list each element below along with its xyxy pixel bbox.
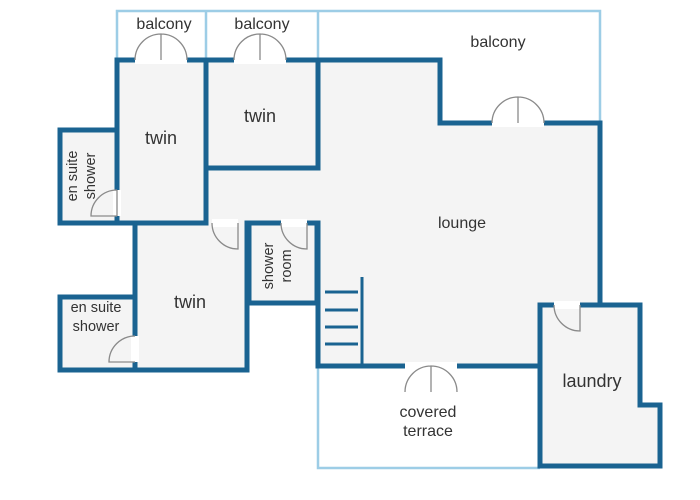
twin-upper-mid-floor: [206, 60, 318, 168]
balcony-outline: [115, 9, 602, 123]
door-gap: [554, 301, 580, 309]
door-swing-icon: [108, 335, 136, 363]
wall-ensuite-upper: [57, 127, 138, 226]
terrace-label-line2: terrace: [403, 423, 453, 440]
shower-room-floor: [249, 223, 317, 303]
door-gap: [212, 219, 238, 227]
wall-twin-lower: [57, 220, 250, 373]
double-door-icon: [233, 33, 287, 61]
twin-upper-left-label: twin: [145, 128, 177, 148]
ensuite-lower-label-line2: shower: [73, 319, 120, 335]
lounge-label: lounge: [438, 215, 486, 232]
wall-lounge-bottom: [315, 220, 543, 369]
door-swing-icon: [280, 222, 308, 250]
double-door-icon: [134, 33, 188, 61]
door-gap: [281, 219, 307, 227]
room-labels: balcony balcony balcony twin twin twin l…: [65, 16, 622, 440]
double-door-icon: [404, 365, 458, 393]
doors: [90, 33, 581, 393]
ensuite-lower-label-line1: en suite: [71, 300, 122, 316]
balcony-left-label: balcony: [136, 16, 191, 33]
door-swing-icon: [211, 222, 239, 250]
door-swing-icon: [553, 304, 581, 332]
stairs: [325, 277, 364, 366]
door-swing-icon: [90, 189, 118, 217]
door-gap: [131, 336, 139, 362]
shower-room-label-line2: room: [279, 249, 295, 282]
ensuite-upper-floor: [60, 130, 117, 223]
twin-upper-left-floor: [117, 60, 206, 223]
twin-lower-label: twin: [174, 292, 206, 312]
shower-room-label-line1: shower: [261, 242, 277, 289]
ensuite-lower-floor: [60, 297, 135, 370]
lounge-floor: [206, 60, 600, 366]
laundry-floor: [540, 305, 660, 466]
balcony-right-label: balcony: [470, 34, 525, 51]
wall-lounge-top: [315, 57, 603, 308]
ensuite-upper-label-line2: shower: [83, 152, 99, 199]
terrace-label-line1: covered: [400, 404, 457, 421]
ensuite-upper-label: en suite shower: [65, 151, 99, 202]
balcony-mid-label: balcony: [234, 16, 289, 33]
twin-upper-mid-label: twin: [244, 106, 276, 126]
walls: [57, 57, 663, 469]
shower-room-label: shower room: [261, 242, 295, 289]
laundry-label: laundry: [562, 371, 621, 391]
double-door-icon: [491, 96, 545, 124]
ensuite-upper-label-line1: en suite: [65, 151, 81, 202]
terrace-outline: [316, 366, 540, 470]
